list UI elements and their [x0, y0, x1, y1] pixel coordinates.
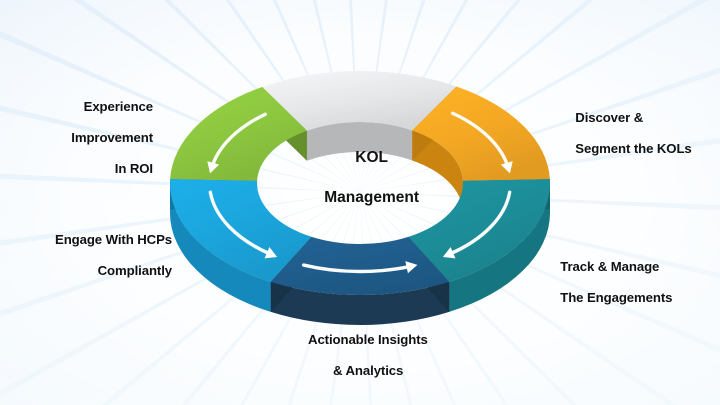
- flow-arrow-experience: [210, 112, 267, 170]
- label-discover-line1: Discover &: [575, 109, 644, 125]
- label-insights-line2: & Analytics: [333, 362, 404, 378]
- center-title-line1: KOL: [355, 149, 388, 166]
- segment-top-experience: [170, 86, 307, 181]
- flow-arrow-insights: [301, 263, 414, 274]
- segment-top-discover: [412, 86, 550, 181]
- donut-segment-insights[interactable]: [270, 236, 450, 325]
- label-experience-line1: Experience: [83, 98, 153, 114]
- segment-inner-wall-discover: [412, 130, 463, 211]
- label-experience-line3: In ROI: [114, 160, 153, 176]
- label-track-line1: Track & Manage: [560, 258, 660, 274]
- flow-arrowhead-engage: [264, 246, 278, 259]
- label-track-manage-engagements: Track & Manage The Engagements: [546, 243, 706, 321]
- label-engage-line1: Engage With HCPs: [55, 231, 172, 247]
- center-title: KOL Management: [278, 128, 448, 228]
- flow-arrow-engage: [208, 190, 274, 257]
- flow-arrowhead-track: [442, 246, 456, 259]
- label-experience-improvement-roi: Experience Improvement In ROI: [10, 83, 153, 192]
- segment-side-track: [449, 183, 550, 312]
- label-track-line2: The Engagements: [560, 289, 673, 305]
- center-title-line2: Management: [324, 189, 419, 206]
- label-engage-with-hcps-compliantly: Engage With HCPs Compliantly: [8, 216, 172, 294]
- label-discover-line2: Segment the KOLs: [575, 140, 692, 156]
- flow-arrowhead-discover: [500, 161, 513, 174]
- segment-top-blank: [262, 70, 457, 131]
- label-experience-line2: Improvement: [71, 129, 153, 145]
- segment-top-insights: [270, 236, 450, 296]
- flow-arrow-track: [446, 190, 512, 257]
- label-discover-segment-kols: Discover & Segment the KOLs: [561, 94, 711, 172]
- segment-inner-wall-blank: [306, 121, 413, 161]
- segment-side-insights: [270, 281, 450, 325]
- flow-arrow-discover: [450, 111, 510, 170]
- flow-arrowhead-experience: [207, 161, 220, 174]
- segment-side-engage: [170, 183, 271, 312]
- label-actionable-insights-analytics: Actionable Insights & Analytics: [266, 316, 456, 394]
- label-engage-line2: Compliantly: [97, 262, 172, 278]
- label-insights-line1: Actionable Insights: [308, 331, 428, 347]
- flow-arrowhead-insights: [405, 261, 418, 274]
